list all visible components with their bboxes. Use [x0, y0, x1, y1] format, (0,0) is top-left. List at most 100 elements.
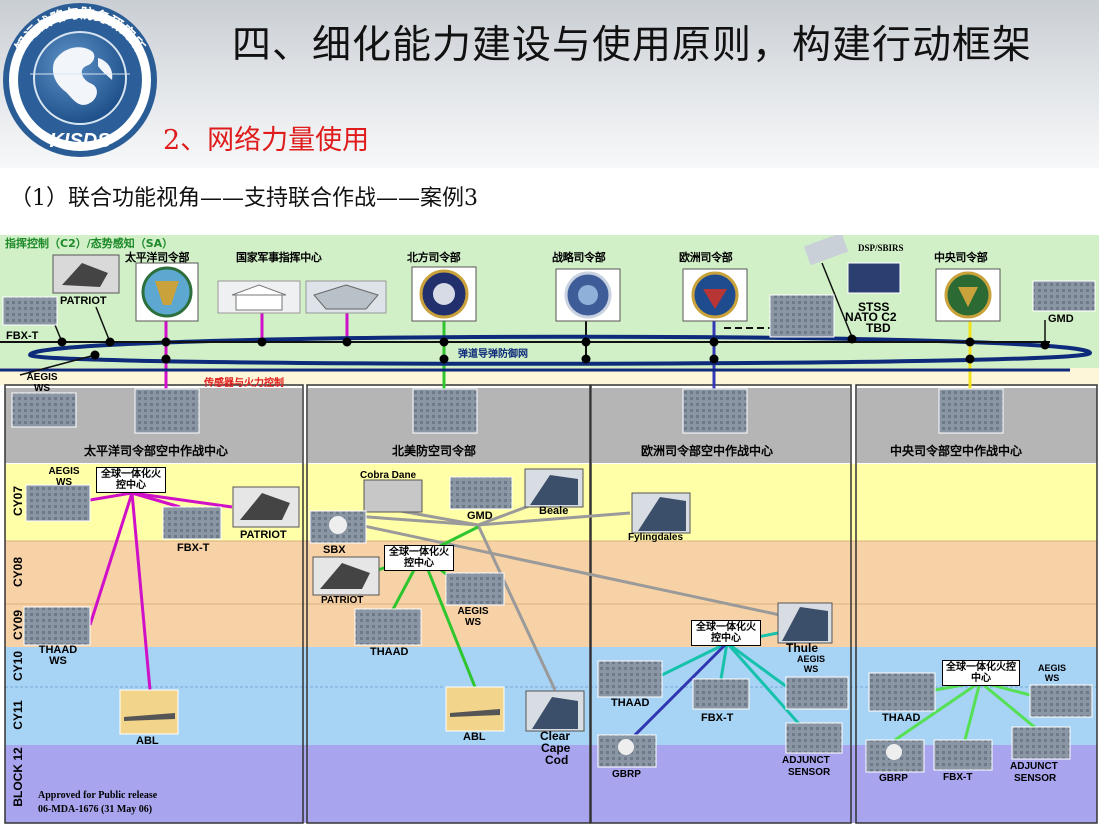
pacific-links [88, 491, 233, 691]
gmd-top-label: GMD [1048, 313, 1074, 325]
adjunct-european-label: ADJUNCT [782, 755, 830, 766]
fbxt-pacific-label: FBX-T [177, 542, 210, 554]
adjunct-european-icon [785, 722, 843, 754]
era-block12-label: BLOCK 12 [11, 747, 25, 807]
fylingdales-label: Fylingdales [628, 532, 684, 543]
aegis-central-label: AEGIS WS [1037, 663, 1066, 683]
ops-room-top-icon [769, 294, 835, 338]
era-cy09-label: CY09 [11, 609, 25, 641]
strategic-command-label: 战略司令部 [552, 251, 606, 264]
thaad-northern-icon [354, 608, 422, 646]
nato-c2-label: NATO C2 [845, 310, 897, 324]
aegis-european-icon [785, 676, 849, 710]
gbrp-central-label: GBRP [879, 773, 908, 784]
aegis-european-label: AEGIS WS [796, 654, 825, 674]
cod-label: Cod [545, 753, 569, 767]
thaad-european-label: THAAD [611, 697, 650, 709]
aegis-top-icon [11, 392, 77, 428]
gmd-icon [449, 476, 513, 510]
aegis-northern-label: AEGIS WS [457, 606, 489, 628]
gmd-label: GMD [467, 510, 493, 522]
diagram-graphics [0, 235, 1099, 827]
northern-command-label: 北方司令部 [407, 251, 461, 264]
stss-satellite-icon [847, 262, 901, 294]
abl-pacific-label: ABL [136, 735, 159, 747]
bmd-network-label: 弹道导弹防御网 [458, 349, 528, 360]
sensor-european-label: SENSOR [788, 767, 831, 778]
central-command-label: 中央司令部 [934, 251, 988, 264]
kisds-logo: KISDS 知远战略与防务研究所 [3, 3, 157, 157]
thaad-northern-label: THAAD [370, 646, 409, 658]
adjunct-central-icon [1011, 726, 1071, 760]
abl-northern-icon [445, 686, 505, 732]
fbxt-central-label: FBX-T [943, 772, 973, 783]
european-ops-photo [682, 388, 748, 434]
abl-pacific-icon [119, 689, 179, 735]
abl-northern-label: ABL [463, 731, 486, 743]
era-cy11-label: CY11 [11, 700, 25, 730]
svg-text:KISDS: KISDS [49, 130, 111, 152]
aegis-northern-icon [445, 572, 505, 606]
patriot-pacific-label: PATRIOT [240, 529, 287, 541]
slide-title: 四、细化能力建设与使用原则，构建行动框架 [232, 23, 1033, 68]
thaad-ws-icon [23, 606, 91, 646]
cape-label: Cape [541, 741, 571, 755]
pacific-ops-photo [134, 388, 200, 434]
era-cy10-label: CY10 [11, 650, 25, 682]
european-command-label: 欧洲司令部 [679, 251, 733, 264]
aegis-central-icon [1029, 684, 1093, 718]
thule-label: Thule [786, 641, 818, 655]
stss-label: STSS [858, 300, 890, 314]
section-line: （1）联合功能视角——支持联合作战——案例3 [10, 186, 478, 211]
satellite-icon [803, 235, 849, 266]
aegis-top-label: AEGIS WS [26, 372, 58, 394]
patriot-top-label: PATRIOT [60, 295, 107, 307]
bmd-network-diagram: 指挥控制（C2）/态势感知（SA） 传感器与火力控制 弹道导弹防御网 太平洋司令… [0, 235, 1099, 827]
adjunct-central-label: ADJUNCT [1010, 761, 1058, 772]
cobra-dane-icon [363, 479, 423, 513]
norad-label: 北美防空司令部 [392, 444, 477, 458]
northern-ops-photo [412, 388, 478, 434]
fbxt-pacific-icon [162, 506, 222, 540]
thaad-european-icon [597, 660, 663, 698]
thaad-central-label: THAAD [882, 712, 921, 724]
fire-control-center-european: 全球一体化火控中心 [691, 620, 761, 646]
european-ops-center-label: 欧洲司令部空中作战中心 [641, 444, 774, 458]
clear-label: Clear [540, 729, 571, 743]
sensor-central-label: SENSOR [1014, 773, 1057, 784]
fbxt-european-icon [692, 678, 750, 710]
era-band-cy09 [5, 604, 1097, 647]
era-cy08-label: CY08 [11, 556, 25, 588]
era-cy07-label: CY07 [11, 485, 25, 517]
pacific-ops-center-label: 太平洋司令部空中作战中心 [84, 444, 229, 458]
header-background [0, 0, 1099, 168]
gbrp-european-label: GBRP [612, 769, 641, 780]
sensor-band-label: 传感器与火力控制 [204, 378, 284, 389]
fire-control-center-pacific: 全球一体化火控中心 [96, 467, 166, 493]
central-ops-center-label: 中央司令部空中作战中心 [890, 444, 1023, 458]
tbd-label: TBD [866, 321, 891, 335]
aegis-pacific-label: AEGIS WS [48, 466, 80, 488]
slide-subtitle: 2、网络力量使用 [163, 125, 370, 156]
national-command-label: 国家军事指挥中心 [236, 251, 322, 264]
beale-label: Beale [539, 505, 569, 517]
dsp-sbirs-label: DSP/SBIRS [858, 243, 904, 253]
european-gbrp-link [628, 641, 729, 742]
pacific-command-label: 太平洋司令部 [125, 251, 190, 264]
c2-sa-label: 指挥控制（C2）/态势感知（SA） [5, 237, 174, 250]
thaad-central-icon [868, 672, 936, 712]
bmd-network-ring [27, 334, 1093, 366]
release-note: Approved for Public release [38, 790, 158, 801]
fbxt-central-icon [933, 739, 993, 771]
patriot-northern-label: PATRIOT [321, 595, 364, 606]
fbxt-top-label: FBX-T [6, 330, 39, 342]
fbxt-top-icon [2, 296, 58, 326]
release-id: 06-MDA-1676 (31 May 06) [38, 804, 153, 815]
era-band-cy08 [5, 541, 1097, 604]
fire-control-center-central: 全球一体化火控中心 [942, 660, 1020, 686]
thaad-ws-label: THAAD WS [38, 644, 78, 667]
fire-control-center-northern: 全球一体化火控中心 [384, 545, 454, 571]
cobra-dane-label: Cobra Dane [360, 470, 417, 481]
gmd-top-icon [1032, 280, 1096, 312]
fbxt-european-label: FBX-T [701, 712, 734, 724]
